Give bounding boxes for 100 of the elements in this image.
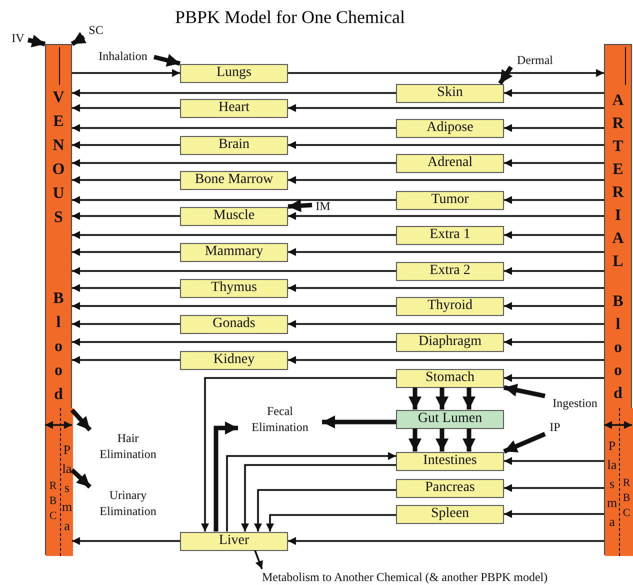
arrow bbox=[153, 54, 181, 67]
arrow bbox=[288, 320, 604, 328]
organ-box bbox=[396, 504, 504, 524]
arrow bbox=[27, 34, 46, 48]
organ-box bbox=[180, 64, 288, 82]
arrow bbox=[72, 212, 180, 220]
route-label: Urinary Elimination bbox=[98, 487, 158, 519]
arrow bbox=[72, 356, 180, 364]
organ-box bbox=[180, 170, 288, 190]
organ-box bbox=[180, 242, 288, 262]
arrow bbox=[72, 537, 180, 545]
organ-box bbox=[396, 478, 504, 498]
organ-box bbox=[180, 314, 288, 334]
arrow bbox=[504, 196, 604, 204]
organ-box bbox=[396, 262, 504, 280]
organ-box bbox=[180, 136, 288, 154]
arrow bbox=[70, 468, 92, 489]
organ-label: Kidney bbox=[213, 352, 255, 368]
arrow bbox=[436, 428, 448, 452]
organ-box bbox=[180, 350, 288, 370]
vertical-label: RBC bbox=[622, 476, 630, 520]
organ-label: Spleen bbox=[430, 506, 470, 522]
organ-label: Bone Marrow bbox=[194, 172, 274, 188]
arrow bbox=[226, 452, 396, 532]
diagram-title: PBPK Model for One Chemical bbox=[174, 7, 406, 28]
arrow bbox=[408, 388, 422, 410]
arrow bbox=[504, 374, 604, 382]
vertical-label: RBC bbox=[49, 478, 57, 524]
arrow bbox=[45, 421, 72, 429]
arrow bbox=[462, 428, 476, 452]
arrow bbox=[72, 176, 180, 184]
arrow bbox=[504, 124, 604, 132]
arrow bbox=[72, 196, 396, 204]
organ-label: Tumor bbox=[431, 192, 469, 208]
organ-box bbox=[396, 118, 504, 138]
arrow bbox=[266, 514, 396, 532]
organ-label: Brain bbox=[218, 137, 250, 153]
vertical-label: Plasma bbox=[606, 436, 618, 530]
vertical-label: Plasma bbox=[62, 440, 72, 534]
arrow bbox=[288, 248, 604, 256]
arrow bbox=[504, 338, 604, 346]
rbc-compartment bbox=[619, 408, 633, 556]
route-label: IM bbox=[316, 198, 330, 214]
arrow bbox=[503, 432, 546, 454]
route-label: Fecal Elimination bbox=[250, 403, 310, 435]
organ-box bbox=[396, 332, 504, 352]
route-label: Ingestion bbox=[552, 395, 598, 411]
organ-box bbox=[396, 154, 504, 172]
arrow bbox=[504, 510, 604, 518]
organ-box bbox=[180, 206, 288, 226]
organ-box bbox=[396, 226, 504, 244]
arrow bbox=[462, 388, 476, 410]
organ-label: Gut Lumen bbox=[418, 411, 482, 427]
arrow bbox=[201, 377, 396, 532]
organ-box bbox=[396, 410, 504, 428]
outcome-label: Metabolism to Another Chemical (& another PBPK model) bbox=[262, 568, 548, 584]
arrow bbox=[288, 176, 604, 184]
arrow bbox=[70, 32, 86, 46]
arrow bbox=[504, 484, 604, 492]
organ-box bbox=[396, 190, 504, 210]
arrow bbox=[254, 550, 263, 570]
arrow bbox=[504, 89, 604, 97]
arrow bbox=[288, 284, 604, 292]
arrow bbox=[72, 267, 396, 275]
arrow bbox=[288, 69, 604, 77]
arrow bbox=[241, 464, 396, 532]
arrow bbox=[288, 212, 604, 220]
organ-box bbox=[396, 452, 504, 470]
route-label: IV bbox=[12, 30, 24, 46]
organ-label: Muscle bbox=[213, 208, 255, 224]
organ-box bbox=[180, 278, 288, 298]
vertical-label: Blood bbox=[53, 289, 64, 405]
organ-label: Diaphragm bbox=[418, 334, 482, 350]
organ-label: Adrenal bbox=[427, 155, 473, 171]
organ-label: Heart bbox=[218, 100, 250, 116]
arrow bbox=[408, 428, 422, 452]
arrow bbox=[72, 338, 396, 346]
arrow bbox=[72, 302, 396, 310]
arrow bbox=[322, 416, 396, 428]
organ-label: Pancreas bbox=[425, 480, 475, 496]
plasma-compartment bbox=[60, 408, 73, 556]
arrow bbox=[72, 320, 180, 328]
organ-box bbox=[396, 368, 504, 388]
organ-label: Lungs bbox=[216, 65, 252, 81]
route-label: IP bbox=[550, 419, 560, 435]
arrow bbox=[604, 421, 632, 429]
arrow bbox=[504, 267, 604, 275]
organ-label: Thymus bbox=[211, 280, 257, 296]
route-label: Dermal bbox=[517, 52, 553, 68]
organ-box bbox=[396, 296, 504, 316]
arrow bbox=[72, 69, 180, 77]
arrow bbox=[504, 457, 604, 465]
organ-label: Intestines bbox=[423, 453, 477, 469]
organ-label: Mammary bbox=[204, 244, 264, 260]
arrow bbox=[72, 89, 396, 97]
arrow bbox=[72, 248, 180, 256]
organ-box bbox=[180, 98, 288, 118]
arrow bbox=[70, 408, 92, 432]
route-label: Hair Elimination bbox=[98, 430, 158, 462]
arrow bbox=[504, 302, 604, 310]
